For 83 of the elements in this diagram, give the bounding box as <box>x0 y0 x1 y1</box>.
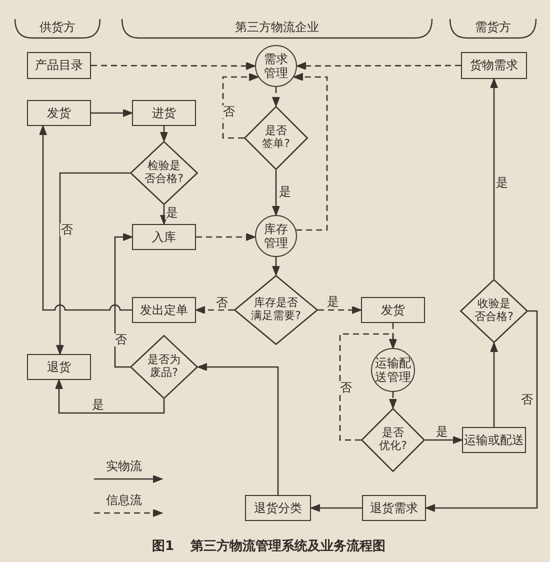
node-text: 库存管理 <box>263 222 289 250</box>
decision-diamond <box>234 275 318 345</box>
arrow <box>91 62 256 70</box>
node-text: 收验是否合格? <box>474 298 514 324</box>
arrow <box>39 126 132 311</box>
node-text: 是否为废品? <box>146 354 182 380</box>
arrow <box>160 205 168 224</box>
edge-label: 否 <box>222 105 236 119</box>
process-circle <box>371 348 415 392</box>
decision-diamond <box>361 408 425 472</box>
node-text: 入库 <box>152 230 176 244</box>
node-text: 检验是否合格? <box>144 160 184 186</box>
edge-label: 是 <box>91 398 105 412</box>
node-text: 退货分类 <box>254 500 302 516</box>
arrow <box>91 109 132 117</box>
arrow <box>272 170 280 216</box>
edge-label: 否 <box>520 393 534 407</box>
arrow <box>222 73 259 139</box>
process-box <box>462 427 526 453</box>
process-box <box>27 100 91 126</box>
process-box <box>362 495 426 521</box>
edge-label: 是 <box>165 206 179 220</box>
node-text: 进货 <box>152 106 176 120</box>
lane-title: 需货方 <box>475 19 511 36</box>
edge-label: 否 <box>339 381 353 395</box>
arrow <box>310 504 362 512</box>
process-circle <box>255 45 297 87</box>
node-text: 退货需求 <box>370 500 418 516</box>
process-box <box>27 52 91 79</box>
node-text: 运输配送管理 <box>374 356 412 384</box>
process-box <box>132 297 196 323</box>
arrow <box>272 257 280 276</box>
arrow <box>293 73 328 231</box>
decision-diamond <box>130 335 198 399</box>
arrow <box>198 363 279 495</box>
edge-label: 是 <box>326 295 340 309</box>
arrow <box>196 233 256 241</box>
arrow <box>339 333 397 441</box>
arrow <box>160 126 168 142</box>
arrow <box>55 380 165 414</box>
arrow <box>389 392 397 408</box>
node-text: 货物需求 <box>470 58 518 73</box>
node-text: 运输或配送 <box>464 432 524 448</box>
process-circle <box>255 215 297 257</box>
node-text: 是否签单? <box>261 125 291 151</box>
arrow <box>296 62 461 70</box>
arrow <box>272 87 280 106</box>
node-text: 退货 <box>47 360 71 374</box>
arrow <box>490 78 498 279</box>
arrow <box>318 306 362 314</box>
edge-label: 是 <box>435 425 449 439</box>
edge-label: 否 <box>215 296 229 310</box>
node-text: 发货 <box>381 302 405 318</box>
arrow <box>56 172 130 354</box>
arrow <box>490 342 498 427</box>
decision-diamond <box>460 279 528 343</box>
lane-title: 供货方 <box>40 19 76 36</box>
edge-label: 是 <box>495 176 509 190</box>
process-box <box>132 100 196 126</box>
decision-diamond <box>130 141 198 205</box>
process-box <box>132 224 196 250</box>
arrow <box>114 233 132 368</box>
node-text: 库存是否满足需要? <box>250 297 302 323</box>
node-text: 产品目录 <box>35 58 83 73</box>
decision-diamond <box>244 106 308 170</box>
edge-label: 否 <box>60 223 74 237</box>
process-box <box>245 495 311 521</box>
process-box <box>461 52 527 79</box>
legend-label: 实物流 <box>106 458 142 475</box>
legend-label: 信息流 <box>106 492 142 509</box>
node-text: 是否优化? <box>378 427 408 453</box>
node-text: 发货 <box>47 106 71 120</box>
node-text: 需求管理 <box>263 52 289 80</box>
process-box <box>361 297 425 323</box>
edge-label: 否 <box>114 333 128 347</box>
caption: 图1 第三方物流管理系统及业务流程图 <box>152 538 386 555</box>
arrow <box>196 306 234 314</box>
lane-title: 第三方物流企业 <box>235 19 319 36</box>
process-box <box>27 354 91 380</box>
edge-label: 是 <box>278 185 292 199</box>
arrow <box>425 436 462 444</box>
arrow <box>426 310 538 512</box>
node-text: 发出定单 <box>140 302 188 318</box>
